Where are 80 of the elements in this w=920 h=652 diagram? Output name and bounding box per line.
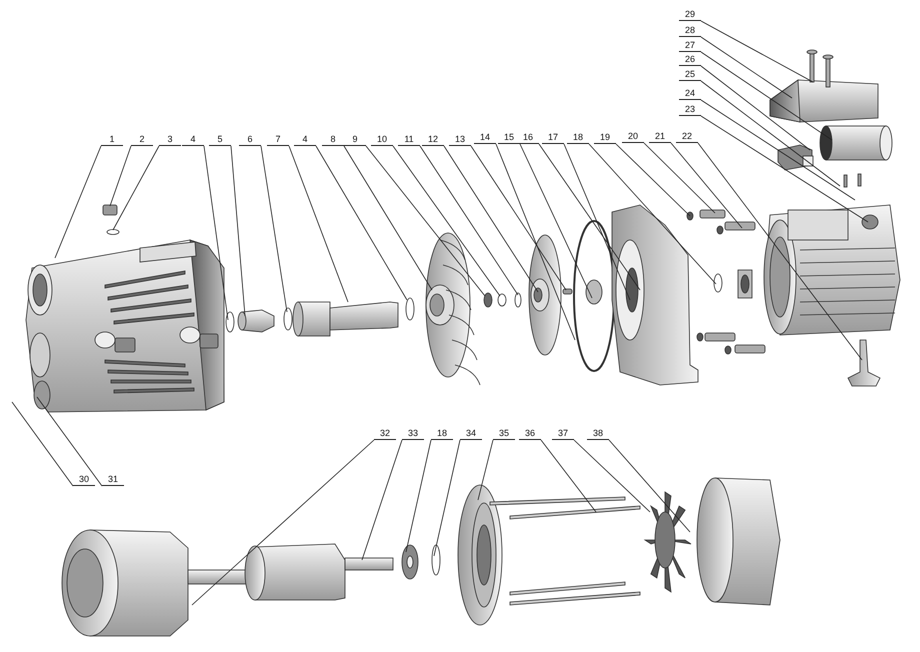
callout-number: 34 (460, 428, 482, 440)
callout-number: 8 (322, 134, 344, 146)
callout-number: 16 (517, 132, 539, 144)
callout-number: 21 (649, 131, 671, 143)
leader-line (444, 146, 538, 292)
leader-line (520, 144, 592, 298)
callout-number: 38 (587, 428, 609, 440)
callout-number: 13 (449, 134, 471, 146)
leader-line (700, 116, 868, 222)
leader-line (434, 440, 460, 556)
callout-number: 15 (498, 132, 520, 144)
leader-line (406, 440, 432, 552)
callout-number: 14 (474, 132, 496, 144)
leader-line (574, 440, 650, 512)
callout-number: 24 (679, 88, 701, 100)
callout-number: 33 (402, 428, 424, 440)
leader-line (644, 142, 716, 214)
leader-line (470, 146, 566, 290)
callout-number: 18 (431, 428, 453, 440)
callout-number: 35 (493, 428, 515, 440)
leader-line (12, 402, 74, 486)
callout-number: 32 (374, 428, 396, 440)
callout-number: 11 (398, 134, 420, 146)
leader-line (316, 146, 408, 300)
leader-line (608, 440, 690, 532)
callout-number: 6 (239, 134, 261, 146)
leader-line (36, 396, 102, 486)
leader-line (230, 146, 246, 316)
leader-line (344, 146, 432, 290)
leader-line (112, 146, 160, 230)
callout-number: 27 (679, 40, 701, 52)
callout-number: 22 (676, 131, 698, 143)
callout-number: 10 (371, 134, 393, 146)
callout-number: 9 (344, 134, 366, 146)
callout-number: 4 (294, 134, 316, 146)
callout-number: 37 (552, 428, 574, 440)
callout-number: 2 (131, 134, 153, 146)
leader-line (204, 146, 228, 320)
leader-line (540, 440, 596, 512)
leader-line (700, 52, 832, 140)
leader-line (478, 440, 494, 500)
callout-number: 25 (679, 69, 701, 81)
callout-number: 19 (594, 132, 616, 144)
callout-number: 4 (182, 134, 204, 146)
leader-line (496, 144, 576, 340)
leader-line (564, 144, 630, 300)
callout-number: 28 (679, 25, 701, 37)
callout-number: 20 (622, 131, 644, 143)
leader-line (392, 146, 500, 296)
leader-line (700, 20, 814, 82)
leader-line (700, 66, 810, 150)
leader-line (54, 146, 102, 258)
leader-line (700, 36, 792, 98)
callout-number: 29 (679, 9, 701, 21)
callout-number: 12 (422, 134, 444, 146)
leader-line (362, 440, 402, 560)
leader-line (192, 440, 374, 606)
callout-number: 36 (519, 428, 541, 440)
leader-line (288, 146, 348, 302)
callout-number: 1 (101, 134, 123, 146)
leader-line (366, 146, 486, 296)
leader-line (670, 142, 742, 228)
leader-line (700, 100, 856, 200)
callout-number: 3 (159, 134, 181, 146)
leader-line (110, 146, 132, 206)
callout-number: 5 (209, 134, 231, 146)
callout-number: 17 (542, 132, 564, 144)
leader-line (700, 80, 840, 186)
callout-number: 26 (679, 54, 701, 66)
leader-line (588, 144, 716, 284)
leader-line (420, 146, 518, 296)
callout-number: 23 (679, 104, 701, 116)
leader-line (538, 144, 640, 290)
callout-number: 7 (267, 134, 289, 146)
callout-number: 31 (102, 474, 124, 486)
callout-number: 30 (73, 474, 95, 486)
callout-number: 18 (567, 132, 589, 144)
leader-line (260, 146, 288, 312)
leader-line (616, 144, 690, 216)
leader-line (698, 142, 862, 360)
